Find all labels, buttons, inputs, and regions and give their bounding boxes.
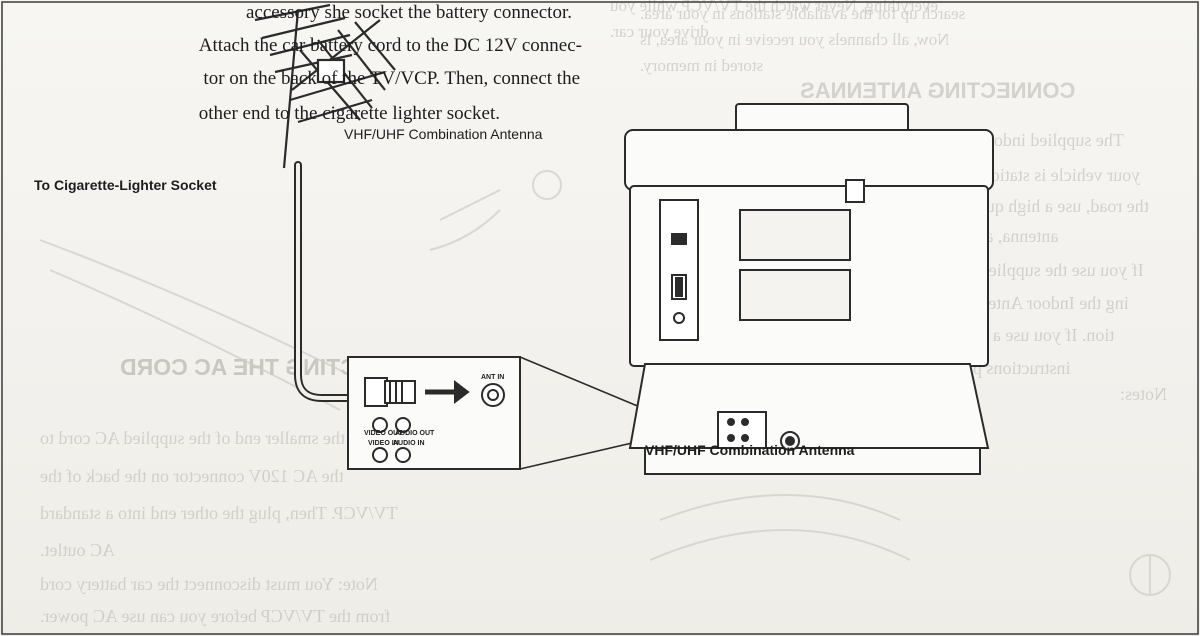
jack-panel (347, 356, 521, 470)
instruction-line-2: Attach the car battery cord to the DC 12… (198, 35, 582, 56)
antenna-label: VHF/UHF Combination Antenna (344, 126, 543, 142)
cigarette-socket-label: To Cigarette-Lighter Socket (34, 177, 217, 193)
vhf-uhf-bottom-label: VHF/UHF Combination Antenna (645, 442, 855, 458)
ant-in-label: ANT IN (481, 374, 505, 381)
audio-out-label: AUDIO OUT (395, 430, 435, 437)
video-in-label: VIDEO IN (368, 440, 399, 447)
video-out-label: VIDEO OUT (364, 430, 403, 437)
tv-vcp-unit (624, 103, 994, 475)
instruction-line-4: other end to the cigarette lighter socke… (198, 103, 500, 124)
instruction-line-1: accessory she socket the battery connect… (245, 2, 572, 23)
antenna-icon (254, 3, 396, 169)
audio-in-label: AUDIO IN (393, 440, 425, 447)
instruction-line-3: tor on the back of the TV/VCP. Then, con… (203, 68, 580, 89)
